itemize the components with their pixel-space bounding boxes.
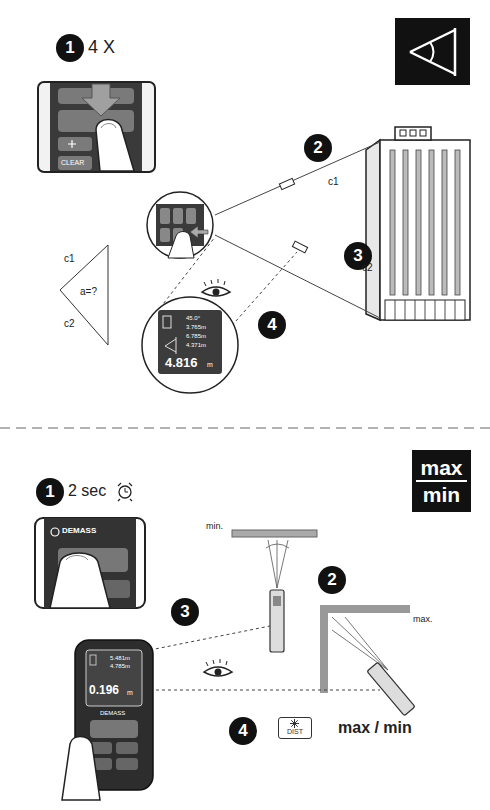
label-text: m <box>207 361 213 369</box>
callout-number: 4 <box>258 311 286 339</box>
label-text: c1 <box>64 253 75 264</box>
callout-text: 3 <box>353 247 362 266</box>
triangle-mode-icon <box>395 18 470 85</box>
sight-line <box>150 626 270 650</box>
callout-text: 2 <box>327 571 336 590</box>
callout-number: 2 <box>318 566 346 594</box>
label-text: min. <box>206 522 223 532</box>
display-closeup <box>142 237 297 393</box>
label-text: max. <box>413 615 433 625</box>
sight-line <box>150 690 380 691</box>
label-text: 4.371m <box>186 342 206 349</box>
callout-number: 1 <box>56 34 84 62</box>
callout-text: 4 <box>267 316 276 335</box>
callout-number: 4 <box>229 717 257 745</box>
callout-text: 3 <box>180 603 189 622</box>
separator <box>0 427 490 428</box>
label-text: 45.0° <box>186 315 200 322</box>
clock-icon <box>118 483 132 501</box>
ceiling-scene <box>232 530 317 652</box>
star-icon <box>290 719 299 728</box>
laser-meter <box>62 640 153 800</box>
callout-number: 2 <box>304 134 332 162</box>
button-text: DIST <box>287 728 303 736</box>
label-text: 0.196 <box>89 684 119 697</box>
corner-scene <box>320 605 415 716</box>
eye-icon <box>202 279 230 296</box>
building <box>366 127 470 320</box>
label-text: c1 <box>328 176 339 187</box>
keypad-closeup <box>38 82 155 172</box>
label-text: 4.816 <box>165 356 198 370</box>
mode-text: max <box>416 455 466 482</box>
max-min-badge: maxmin <box>412 450 471 512</box>
label-text: m <box>127 689 133 697</box>
device-closeup <box>35 518 145 608</box>
callout-text: 2 <box>313 139 322 158</box>
eye-icon <box>204 659 232 676</box>
label-text: 4.785m <box>110 663 130 670</box>
callout-number: 1 <box>36 478 64 506</box>
label-text: CLEAR <box>61 159 84 167</box>
label-text: 6.785m <box>186 333 206 340</box>
callout-text: 1 <box>45 483 54 502</box>
label-text: 4 X <box>88 38 115 58</box>
label-text: 2 sec <box>68 482 106 500</box>
mode-text: min <box>419 482 464 507</box>
dist-button: DIST <box>278 717 312 739</box>
label-text: c2 <box>64 318 75 329</box>
label-text: 5.481m <box>110 655 130 662</box>
callout-text: 4 <box>238 722 247 741</box>
callout-number: 3 <box>171 598 199 626</box>
label-text: max / min <box>338 719 412 737</box>
label-text: DEMASS <box>62 527 96 536</box>
measuring-lines <box>215 142 380 318</box>
label-text: 3.765m <box>186 324 206 331</box>
label-text: DEMASS <box>100 710 125 717</box>
star-icon <box>290 719 299 728</box>
label-text: c2 <box>362 262 373 273</box>
label-text: a=? <box>80 286 97 297</box>
callout-text: 1 <box>65 39 74 58</box>
triangle-sketch <box>60 245 108 345</box>
button-closeup <box>147 192 213 258</box>
